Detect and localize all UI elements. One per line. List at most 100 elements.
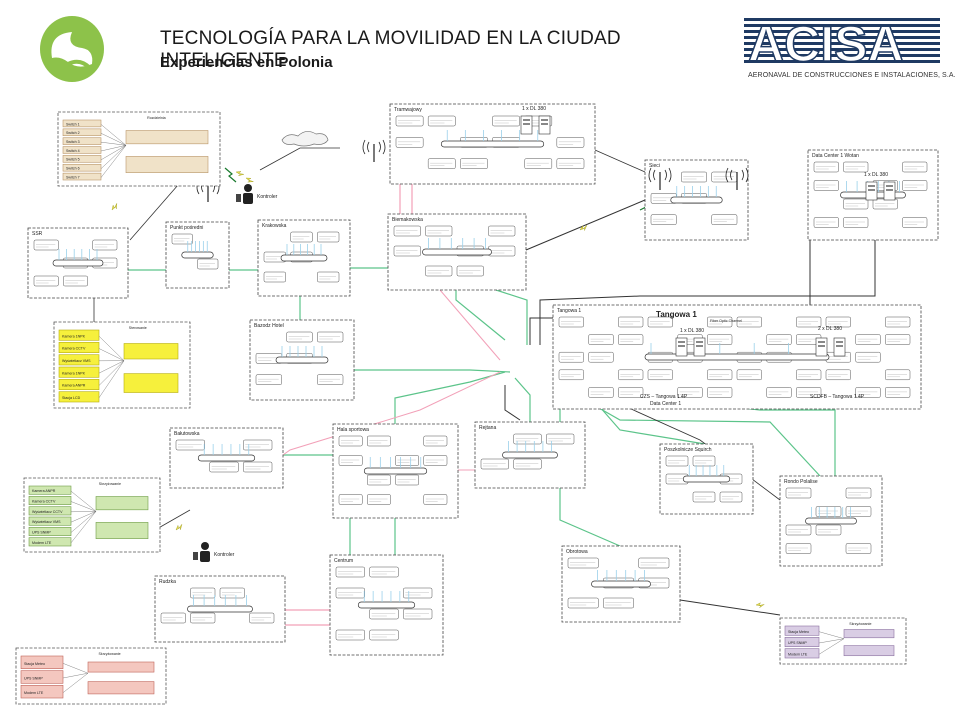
switch-bar [357, 601, 416, 609]
device-box [395, 137, 424, 148]
device-box [209, 461, 239, 473]
device-box [369, 566, 399, 578]
device-box [665, 455, 689, 467]
device-box [425, 265, 453, 277]
device-box [618, 334, 644, 345]
panel-link [70, 511, 97, 533]
device-box [369, 629, 399, 641]
panel-item [58, 329, 100, 341]
panel-device [125, 156, 209, 173]
switch-bar [682, 475, 731, 483]
panel-title: Sterowanie [129, 326, 147, 330]
switch-bar [52, 259, 104, 267]
device-box [367, 494, 391, 505]
node-title: Tramwajowy [394, 107, 422, 113]
panel-link [100, 145, 127, 161]
panel-device [95, 522, 149, 539]
device-box [796, 387, 822, 398]
antenna-icon [725, 167, 749, 190]
person-icon [193, 542, 210, 562]
panel-link [100, 145, 127, 178]
server-caption: 1 x DL 380 [680, 328, 704, 334]
device-box [902, 161, 928, 173]
device-box [92, 239, 118, 251]
panel-link [100, 145, 127, 152]
person-caption: Kontroler [257, 194, 278, 200]
lightning-icon [579, 225, 588, 231]
lightning-icon [245, 177, 254, 183]
device-box [393, 245, 421, 257]
panel-item-label: UPS SNMP [788, 641, 807, 645]
device-box [338, 494, 363, 505]
panel-device [87, 661, 155, 673]
network-node: Biemakowska [387, 213, 527, 291]
panel-device [123, 343, 179, 360]
device-box [175, 439, 205, 451]
device-box [707, 369, 733, 381]
node-title: SSR [32, 231, 43, 237]
device-box [33, 239, 59, 251]
panel-item-label: Switch 3 [66, 140, 80, 144]
panel-item-label: Switch 6 [66, 167, 80, 171]
panel-item-label: UPS SNMP [24, 676, 43, 680]
network-node: Tangowa 1 [552, 304, 922, 410]
device-box [567, 597, 599, 609]
panel-link [70, 491, 97, 512]
device-box [785, 543, 812, 554]
device-box [317, 231, 340, 243]
device-box [885, 387, 911, 398]
panel-item [28, 485, 72, 495]
device-box [286, 331, 313, 343]
panel-item [62, 172, 102, 181]
link [354, 369, 511, 373]
device-box [395, 474, 419, 486]
panel-item-label: Modem LTE [788, 652, 808, 656]
device-box [190, 587, 216, 599]
device-box [546, 433, 575, 445]
panel-item-label: Wyświetlacz VMS [32, 520, 61, 524]
server-icon [815, 337, 828, 357]
device-box [63, 275, 88, 287]
panel-item-label: Stacja Meteo [788, 630, 809, 634]
node-title: Tangowa 1 [557, 308, 581, 314]
network-node: Krakowska [257, 219, 351, 297]
device-box [736, 316, 762, 328]
network-node: Tramwajowy [389, 103, 596, 185]
panel-link [62, 673, 89, 679]
device-box [845, 506, 872, 517]
device-box [367, 435, 391, 447]
device-box [692, 455, 716, 467]
device-box [403, 608, 433, 620]
person-caption: Kontroler [214, 552, 235, 558]
panel-item-label: Switch 7 [66, 175, 80, 179]
panel-item [62, 137, 102, 145]
switch-bar [440, 140, 545, 148]
server-icon [865, 181, 878, 201]
panel-item [62, 119, 102, 128]
company-name: AERONAVAL DE CONSTRUCCIONES E INSTALACIO… [748, 72, 956, 79]
link [259, 147, 340, 171]
device-box [558, 369, 584, 381]
server-icon [538, 115, 551, 135]
device-box [33, 275, 59, 287]
device-box [190, 612, 216, 624]
switch-bar [591, 580, 651, 588]
node-title: Sieci [649, 163, 660, 169]
network-node: Bazodz Hotel [249, 319, 355, 401]
panel-item-label: Kamera ANPR [62, 384, 86, 388]
panel-item-label: Modem LTE [24, 691, 44, 695]
device-box [423, 435, 448, 447]
device-box [219, 587, 245, 599]
panel-item [58, 379, 100, 390]
panel-link [62, 673, 89, 693]
link [504, 385, 521, 421]
device-box [902, 180, 928, 191]
panel-item [58, 342, 100, 353]
node-title: Obrotowa [566, 549, 588, 555]
device-box [243, 439, 273, 451]
panel-item [20, 670, 64, 684]
panel-link [98, 360, 125, 398]
panel-item [784, 625, 820, 636]
